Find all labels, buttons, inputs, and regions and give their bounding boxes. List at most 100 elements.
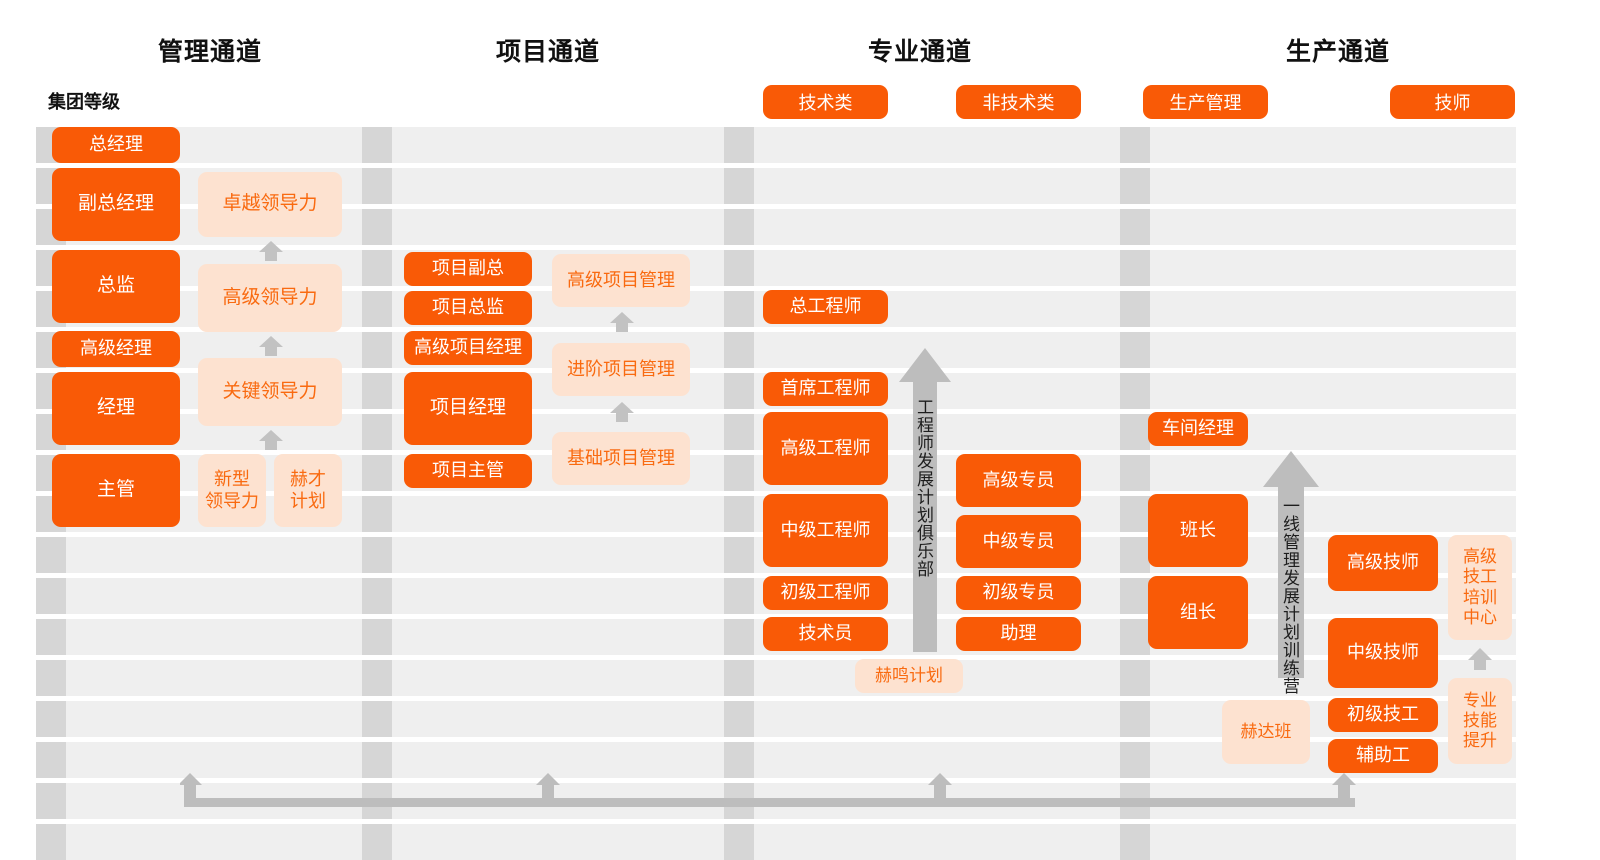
role-box-management-2[interactable]: 总监 bbox=[52, 250, 180, 323]
channel-title-professional: 专业通道 bbox=[867, 38, 972, 66]
program-box-project-1[interactable]: 进阶项目管理 bbox=[552, 343, 690, 396]
big-arrow-label-engineer: 工程师发展计划俱乐部 bbox=[914, 398, 933, 578]
column-marker bbox=[724, 168, 754, 204]
role-box-prod-tech-1[interactable]: 中级技师 bbox=[1328, 618, 1438, 688]
role-box-prod-tech-3[interactable]: 辅助工 bbox=[1328, 739, 1438, 773]
column-marker bbox=[724, 414, 754, 450]
program-box-management-1[interactable]: 高级领导力 bbox=[198, 264, 342, 332]
column-marker bbox=[1120, 168, 1150, 204]
role-box-prof-nontech-0[interactable]: 高级专员 bbox=[956, 454, 1081, 507]
role-box-management-0[interactable]: 总经理 bbox=[52, 127, 180, 163]
column-marker bbox=[1120, 537, 1150, 573]
row-band bbox=[754, 742, 1120, 778]
role-box-prof-tech-0[interactable]: 总工程师 bbox=[763, 290, 888, 324]
row-band bbox=[754, 209, 1120, 245]
up-arrow-icon-management-1 bbox=[258, 241, 284, 261]
role-box-prod-mgmt-0[interactable]: 车间经理 bbox=[1148, 412, 1248, 446]
column-marker bbox=[362, 455, 392, 491]
program-box-management-4[interactable]: 赫才 计划 bbox=[274, 454, 342, 527]
column-marker bbox=[1120, 742, 1150, 778]
column-marker bbox=[36, 742, 66, 778]
program-box-prod-2[interactable]: 专业 技能 提升 bbox=[1448, 678, 1512, 764]
role-box-prof-nontech-2[interactable]: 初级专员 bbox=[956, 576, 1081, 610]
role-box-project-2[interactable]: 高级项目经理 bbox=[404, 331, 532, 365]
column-marker bbox=[1120, 373, 1150, 409]
role-box-project-0[interactable]: 项目副总 bbox=[404, 252, 532, 286]
column-marker bbox=[362, 373, 392, 409]
role-box-project-3[interactable]: 项目经理 bbox=[404, 372, 532, 445]
program-box-prod-1[interactable]: 高级 技工 培训 中心 bbox=[1448, 535, 1512, 640]
role-box-prof-nontech-1[interactable]: 中级专员 bbox=[956, 515, 1081, 568]
row-band bbox=[1150, 250, 1516, 286]
role-box-management-3[interactable]: 高级经理 bbox=[52, 331, 180, 367]
column-marker bbox=[362, 537, 392, 573]
column-marker bbox=[362, 414, 392, 450]
column-marker bbox=[362, 127, 392, 163]
role-box-prof-tech-2[interactable]: 高级工程师 bbox=[763, 412, 888, 485]
program-box-project-2[interactable]: 基础项目管理 bbox=[552, 432, 690, 485]
column-marker bbox=[36, 701, 66, 737]
program-box-management-3[interactable]: 新型 领导力 bbox=[198, 454, 266, 527]
column-marker bbox=[362, 250, 392, 286]
column-marker bbox=[1120, 824, 1150, 860]
column-marker bbox=[1120, 660, 1150, 696]
up-arrow-icon-prod-skill bbox=[1467, 648, 1493, 670]
role-box-prof-tech-3[interactable]: 中级工程师 bbox=[763, 494, 888, 567]
channel-title-management: 管理通道 bbox=[157, 38, 262, 66]
program-box-project-0[interactable]: 高级项目管理 bbox=[552, 254, 690, 307]
role-box-prof-nontech-3[interactable]: 助理 bbox=[956, 617, 1081, 651]
program-box-management-2[interactable]: 关键领导力 bbox=[198, 358, 342, 426]
column-marker bbox=[362, 578, 392, 614]
role-box-project-4[interactable]: 项目主管 bbox=[404, 454, 532, 488]
role-box-management-5[interactable]: 主管 bbox=[52, 454, 180, 527]
category-pill-technician[interactable]: 技师 bbox=[1390, 85, 1515, 119]
channel-title-production: 生产通道 bbox=[1285, 38, 1390, 66]
column-marker bbox=[1120, 291, 1150, 327]
category-pill-nontech[interactable]: 非技术类 bbox=[956, 85, 1081, 119]
column-marker bbox=[724, 824, 754, 860]
channel-title-project: 项目通道 bbox=[495, 38, 600, 66]
up-arrow-icon-management-2 bbox=[258, 336, 284, 356]
column-marker bbox=[724, 742, 754, 778]
column-marker bbox=[1120, 578, 1150, 614]
column-marker bbox=[724, 537, 754, 573]
role-box-prod-tech-2[interactable]: 初级技工 bbox=[1328, 698, 1438, 732]
row-band bbox=[754, 824, 1120, 860]
role-box-prod-tech-0[interactable]: 高级技师 bbox=[1328, 535, 1438, 591]
role-box-prof-tech-5[interactable]: 技术员 bbox=[763, 617, 888, 651]
role-box-prof-tech-1[interactable]: 首席工程师 bbox=[763, 372, 888, 406]
program-box-prof-0[interactable]: 赫鸣计划 bbox=[855, 659, 963, 693]
column-marker bbox=[724, 455, 754, 491]
row-band bbox=[1150, 332, 1516, 368]
column-marker bbox=[362, 619, 392, 655]
row-band bbox=[754, 127, 1120, 163]
row-band bbox=[754, 332, 1120, 368]
category-pill-tech[interactable]: 技术类 bbox=[763, 85, 888, 119]
column-marker bbox=[36, 578, 66, 614]
program-box-prod-0[interactable]: 赫达班 bbox=[1222, 700, 1310, 764]
category-pill-prodmgmt[interactable]: 生产管理 bbox=[1143, 85, 1268, 119]
column-marker bbox=[724, 619, 754, 655]
role-box-project-1[interactable]: 项目总监 bbox=[404, 291, 532, 325]
role-box-prod-mgmt-2[interactable]: 组长 bbox=[1148, 576, 1248, 649]
column-marker bbox=[362, 168, 392, 204]
column-marker bbox=[1120, 496, 1150, 532]
role-box-management-1[interactable]: 副总经理 bbox=[52, 168, 180, 241]
column-marker bbox=[724, 209, 754, 245]
column-marker bbox=[1120, 250, 1150, 286]
row-band bbox=[1150, 824, 1516, 860]
column-marker bbox=[724, 578, 754, 614]
role-box-prod-mgmt-1[interactable]: 班长 bbox=[1148, 494, 1248, 567]
column-marker bbox=[724, 701, 754, 737]
row-band bbox=[1150, 168, 1516, 204]
column-marker bbox=[362, 291, 392, 327]
column-marker bbox=[362, 824, 392, 860]
column-marker bbox=[362, 742, 392, 778]
program-box-management-0[interactable]: 卓越领导力 bbox=[198, 172, 342, 237]
column-marker bbox=[36, 660, 66, 696]
row-band bbox=[754, 701, 1120, 737]
role-box-management-4[interactable]: 经理 bbox=[52, 372, 180, 445]
role-box-prof-tech-4[interactable]: 初级工程师 bbox=[763, 576, 888, 610]
column-marker bbox=[1120, 209, 1150, 245]
column-marker bbox=[1120, 127, 1150, 163]
